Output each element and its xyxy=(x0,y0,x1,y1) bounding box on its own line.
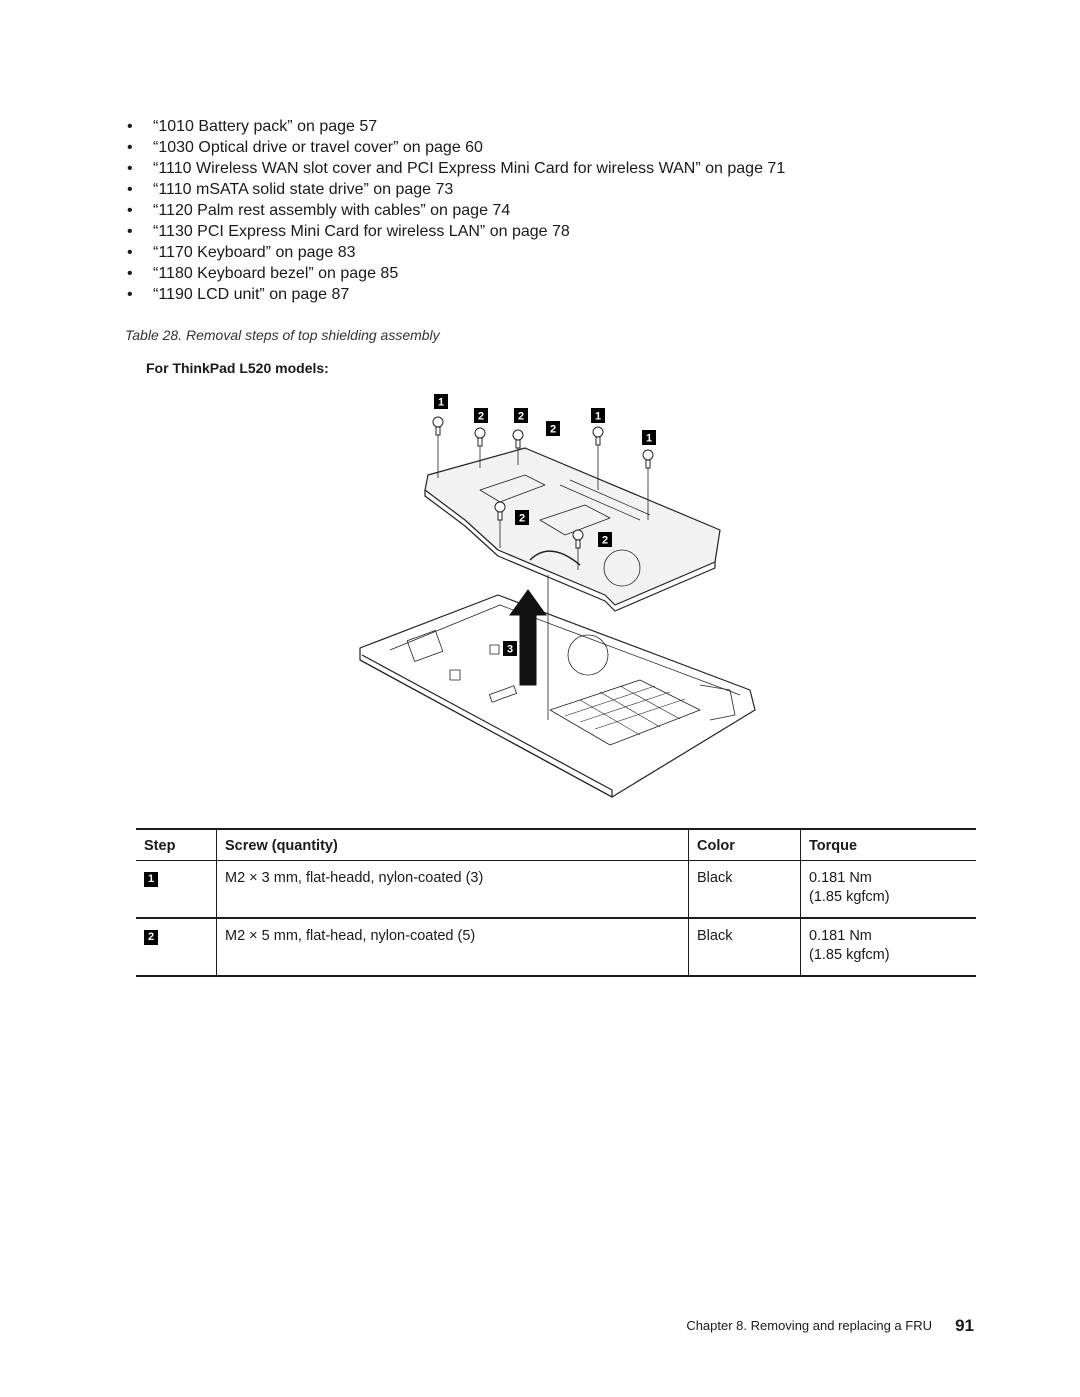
list-item[interactable]: •“1190 LCD unit” on page 87 xyxy=(127,286,350,303)
list-item[interactable]: •“1030 Optical drive or travel cover” on… xyxy=(127,139,483,156)
screw-icon xyxy=(572,529,584,549)
table-header-row: Step Screw (quantity) Color Torque xyxy=(136,828,976,861)
page-number: 91 xyxy=(955,1316,974,1335)
models-heading: For ThinkPad L520 models: xyxy=(146,360,329,376)
screw-spec-table: Step Screw (quantity) Color Torque 1 M2 … xyxy=(136,828,976,977)
screw-cell: M2 × 5 mm, flat-head, nylon-coated (5) xyxy=(216,918,689,977)
base-grid xyxy=(549,679,701,746)
shielding-removal-illustration: 1 2 2 1 2 1 2 2 3 xyxy=(359,394,756,798)
svg-text:2: 2 xyxy=(519,513,525,525)
column-header-screw: Screw (quantity) xyxy=(216,828,689,861)
callout-step: 2 xyxy=(515,510,529,525)
bullet: • xyxy=(127,202,133,219)
screw-icon xyxy=(494,501,506,521)
color-cell: Black xyxy=(688,860,801,919)
list-item[interactable]: •“1110 Wireless WAN slot cover and PCI E… xyxy=(127,160,786,177)
callout-step: 1 xyxy=(434,394,448,409)
table-row: 1 M2 × 3 mm, flat-headd, nylon-coated (3… xyxy=(136,860,976,919)
bullet: • xyxy=(127,181,133,198)
callout-step: 2 xyxy=(474,408,488,423)
callout-step: 2 xyxy=(546,421,560,436)
list-item[interactable]: •“1170 Keyboard” on page 83 xyxy=(127,244,356,261)
shield-fan-hole xyxy=(603,549,641,587)
screw-icon xyxy=(642,449,654,469)
svg-text:2: 2 xyxy=(478,411,484,423)
step-callout: 1 xyxy=(144,872,158,887)
column-header-color: Color xyxy=(688,828,801,861)
step-callout: 2 xyxy=(144,930,158,945)
color-cell: Black xyxy=(688,918,801,977)
bullet: • xyxy=(127,244,133,261)
bullet: • xyxy=(127,223,133,240)
list-item[interactable]: •“1120 Palm rest assembly with cables” o… xyxy=(127,202,511,219)
column-header-torque: Torque xyxy=(800,828,976,861)
svg-text:1: 1 xyxy=(438,397,444,409)
base-cover-edge xyxy=(359,654,613,798)
table-caption: Table 28. Removal steps of top shielding… xyxy=(125,327,440,343)
callout-step: 1 xyxy=(642,430,656,445)
screw-icon xyxy=(474,427,486,447)
screw-icon xyxy=(512,429,524,449)
screw-cell: M2 × 3 mm, flat-headd, nylon-coated (3) xyxy=(216,860,689,919)
shielding-plate xyxy=(424,447,721,606)
svg-text:1: 1 xyxy=(595,411,601,423)
callout-step: 3 xyxy=(503,641,517,656)
bullet: • xyxy=(127,265,133,282)
callout-step: 2 xyxy=(514,408,528,423)
callout-step: 1 xyxy=(591,408,605,423)
screw-icon xyxy=(432,416,444,436)
svg-text:2: 2 xyxy=(550,424,556,436)
torque-cell: 0.181 Nm(1.85 kgfcm) xyxy=(800,860,976,919)
bullet: • xyxy=(127,286,133,303)
callout-step: 2 xyxy=(598,532,612,547)
list-item[interactable]: •“1180 Keyboard bezel” on page 85 xyxy=(127,265,399,282)
lift-arrow-icon xyxy=(509,589,547,686)
list-item[interactable]: •“1110 mSATA solid state drive” on page … xyxy=(127,181,454,198)
svg-text:2: 2 xyxy=(518,411,524,423)
svg-text:2: 2 xyxy=(602,535,608,547)
column-header-step: Step xyxy=(136,828,217,861)
chapter-footer: Chapter 8. Removing and replacing a FRU xyxy=(686,1318,932,1333)
bullet: • xyxy=(127,139,133,156)
list-item[interactable]: •“1130 PCI Express Mini Card for wireles… xyxy=(127,223,570,240)
fan-opening xyxy=(567,634,609,676)
bullet: • xyxy=(127,160,133,177)
table-row: 2 M2 × 5 mm, flat-head, nylon-coated (5)… xyxy=(136,918,976,977)
bullet: • xyxy=(127,118,133,135)
torque-cell: 0.181 Nm(1.85 kgfcm) xyxy=(800,918,976,977)
svg-text:1: 1 xyxy=(646,433,652,445)
list-item[interactable]: •“1010 Battery pack” on page 57 xyxy=(127,118,378,135)
screw-icon xyxy=(592,426,604,446)
cross-reference-list: •“1010 Battery pack” on page 57 •“1030 O… xyxy=(125,116,785,305)
svg-text:3: 3 xyxy=(507,644,513,656)
